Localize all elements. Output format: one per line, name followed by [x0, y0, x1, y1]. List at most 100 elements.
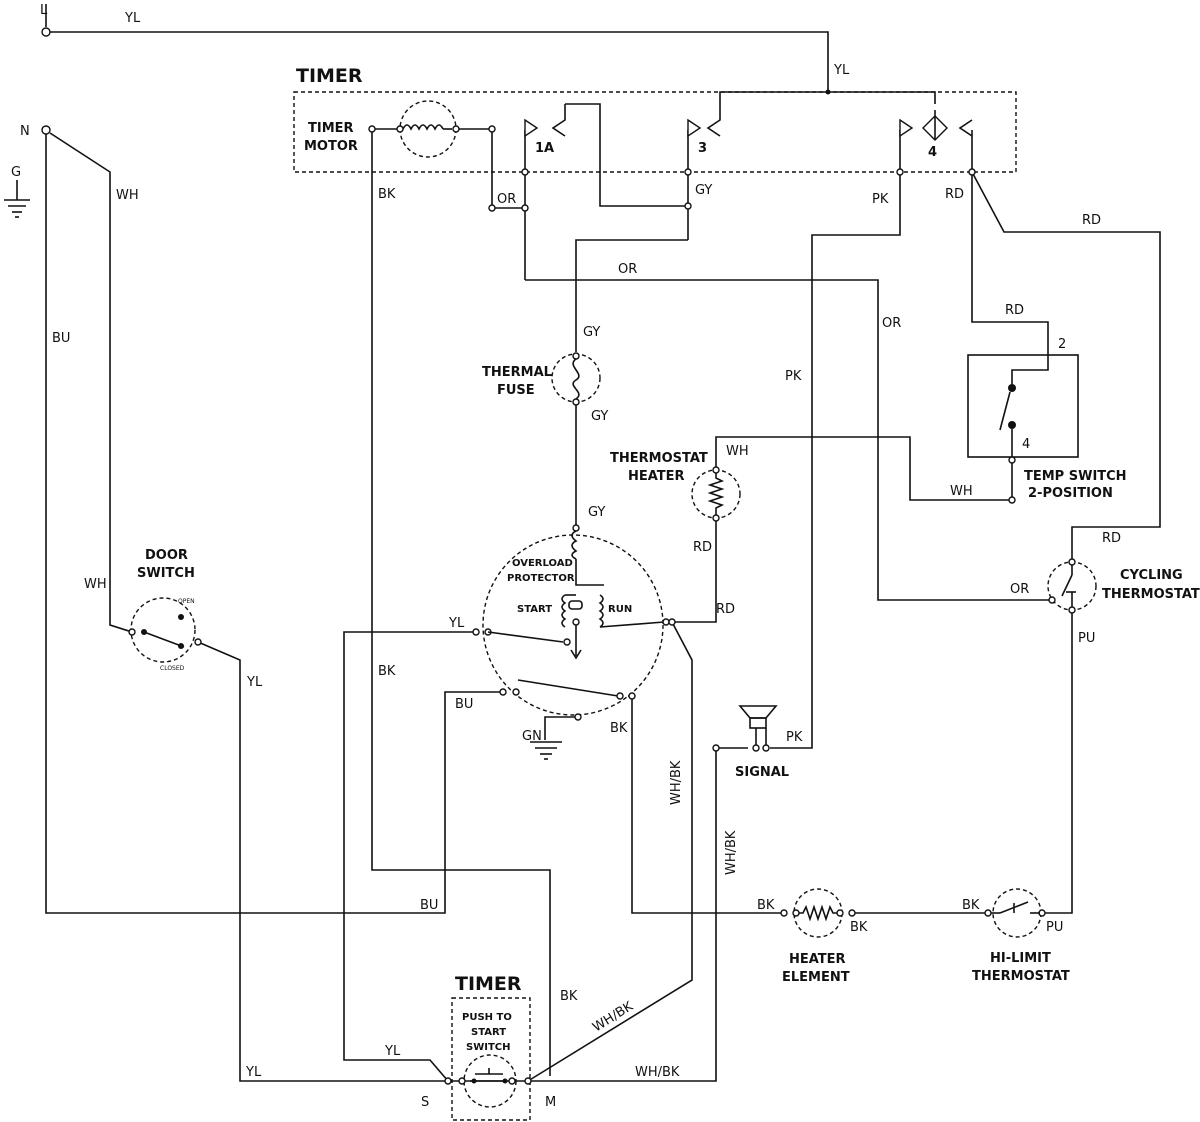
line-label: L: [40, 3, 48, 18]
wire-label: BK: [850, 920, 868, 935]
hi-limit-thermostat-icon: [984, 888, 1046, 938]
push-switch-label-1: PUSH TO: [462, 1012, 512, 1023]
ground-symbol-icon: [4, 180, 30, 218]
wire-label: WH: [726, 444, 749, 459]
wire-label: BK: [560, 989, 578, 1004]
timer-contact-1a-icon: [521, 104, 566, 176]
wire-label: WH/BK: [724, 830, 739, 875]
wire-label: OR: [882, 316, 901, 331]
door-switch-label-2: SWITCH: [137, 566, 195, 581]
contact-3-label: 3: [698, 141, 707, 156]
wire-label: PK: [786, 730, 803, 745]
terminal-s-label: S: [421, 1095, 429, 1110]
wire-label: YL: [245, 1065, 262, 1080]
timer-motor-icon: [368, 100, 496, 158]
wire-label: RD: [1082, 213, 1101, 228]
wire-label: GY: [588, 505, 605, 520]
temp-switch-icon: [967, 352, 1079, 504]
temp-switch-terminal-4: 4: [1022, 437, 1030, 452]
wire-label: WH: [84, 577, 107, 592]
signal-label: SIGNAL: [735, 765, 789, 780]
wire-label: RD: [716, 602, 735, 617]
drive-motor-icon: [472, 524, 676, 740]
wire-label: RD: [945, 187, 964, 202]
wire-label: GN: [522, 729, 542, 744]
wire-label: OR: [497, 192, 516, 207]
timer-motor-label-1: TIMER: [308, 121, 354, 136]
push-to-start-switch-icon: [444, 997, 532, 1121]
wire-label: PU: [1078, 631, 1095, 646]
timer-title: TIMER: [296, 65, 363, 87]
temp-switch-label-1: TEMP SWITCH: [1024, 469, 1127, 484]
heater-element-label-2: ELEMENT: [782, 970, 850, 985]
cycling-thermostat-label-1: CYCLING: [1120, 568, 1183, 583]
run-winding-label: RUN: [608, 604, 632, 615]
door-switch-label-1: DOOR: [145, 548, 188, 563]
overload-label-1: OVERLOAD: [512, 558, 573, 569]
wire-label: PK: [785, 369, 802, 384]
neutral-label: N: [20, 124, 30, 139]
wire-label: WH: [950, 484, 973, 499]
contact-4-label: 4: [928, 145, 937, 160]
wire-label: WH/BK: [635, 1065, 680, 1080]
wire-label: YL: [448, 616, 465, 631]
hi-limit-label-1: HI-LIMIT: [990, 951, 1051, 966]
wire-label: BK: [378, 664, 396, 679]
wire-label: WH/BK: [669, 760, 684, 805]
wire-label: PK: [872, 192, 889, 207]
wiring: [45, 31, 1161, 1082]
wire-label: BK: [962, 898, 980, 913]
wire-label: BK: [378, 187, 396, 202]
wire-label: OR: [618, 262, 637, 277]
wire-label: YL: [124, 11, 141, 26]
ground-label: G: [11, 165, 21, 180]
door-switch-icon: [128, 597, 202, 663]
temp-switch-terminal-2: 2: [1058, 337, 1066, 352]
wire-label: WH/BK: [590, 999, 636, 1036]
heater-element-icon: [780, 888, 856, 938]
wire-label: GY: [591, 409, 608, 424]
thermostat-heater-label-2: HEATER: [628, 469, 685, 484]
wire-labels: YL YL WH BU BK OR GY PK RD RD OR OR RD G…: [52, 11, 1121, 1080]
wire-label: PU: [1046, 920, 1063, 935]
wire-label: BU: [455, 697, 473, 712]
wire-label: RD: [693, 540, 712, 555]
push-timer-title: TIMER: [455, 973, 522, 995]
thermostat-heater-icon: [691, 466, 741, 522]
temp-switch-label-2: 2-POSITION: [1028, 486, 1113, 501]
wire-label: RD: [1005, 303, 1024, 318]
heater-element-label-1: HEATER: [789, 952, 846, 967]
timer-motor-label-2: MOTOR: [304, 139, 358, 154]
supply-terminals: L N G: [11, 3, 51, 180]
door-switch-closed-label: CLOSED: [160, 665, 185, 672]
terminal-m-label: M: [545, 1095, 556, 1110]
timer-contact-4-icon: [896, 115, 976, 176]
wire-label: RD: [1102, 531, 1121, 546]
cycling-thermostat-icon: [1047, 558, 1097, 614]
signal-buzzer-icon: [712, 705, 778, 752]
wire-label: BU: [420, 898, 438, 913]
push-switch-label-3: SWITCH: [466, 1042, 510, 1053]
motor-ground-icon: [530, 741, 562, 760]
overload-label-2: PROTECTOR: [507, 573, 575, 584]
hi-limit-label-2: THERMOSTAT: [972, 969, 1070, 984]
cycling-thermostat-label-2: THERMOSTAT: [1102, 587, 1200, 602]
thermal-fuse-label-2: FUSE: [497, 383, 535, 398]
timer-block: TIMER TIMER MOTOR 1A 3: [293, 65, 1017, 212]
wire-label: GY: [695, 183, 712, 198]
push-switch-label-2: START: [471, 1027, 506, 1038]
wire-label: BK: [757, 898, 775, 913]
wire-label: GY: [583, 325, 600, 340]
timer-contact-3-icon: [684, 110, 721, 176]
thermal-fuse-icon: [551, 352, 601, 406]
contact-1a-label: 1A: [535, 141, 554, 156]
start-winding-label: START: [517, 604, 552, 615]
wire-label: WH: [116, 188, 139, 203]
wire-label: BU: [52, 331, 70, 346]
wire-label: YL: [833, 63, 850, 78]
wire-label: YL: [384, 1044, 401, 1059]
door-switch-open-label: OPEN: [178, 598, 195, 605]
wire-label: BK: [610, 721, 628, 736]
wire-label: YL: [246, 675, 263, 690]
